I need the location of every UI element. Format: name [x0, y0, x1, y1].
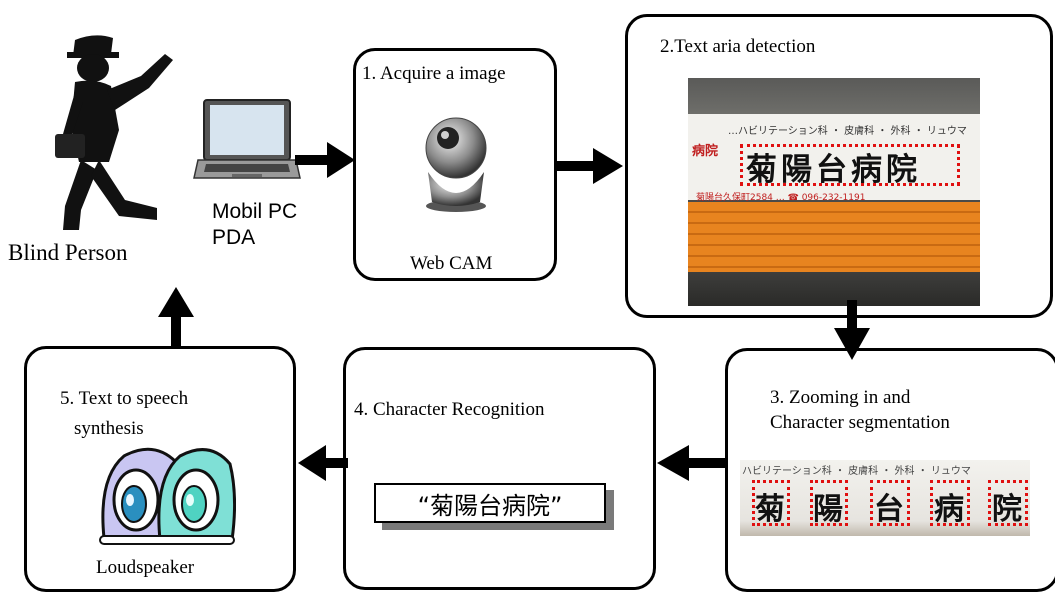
step2-title: 2.Text aria detection: [660, 36, 816, 57]
step1-title: 1. Acquire a image: [362, 63, 506, 84]
laptop-icon: [193, 99, 301, 179]
step3-char-frame-2: [810, 480, 848, 526]
step2-sign-left-text: 病院: [692, 144, 719, 159]
step4-result-text: “菊陽台病院”: [417, 491, 563, 520]
step5-caption: Loudspeaker: [96, 557, 195, 578]
step3-strip-top-text: ハビリテーション科 ・ 皮膚科 ・ 外科 ・ リュウマ: [742, 466, 971, 477]
step3-char-4: 病: [934, 492, 964, 527]
arrow-step4-to-step5: [298, 445, 348, 481]
step3-char-1: 菊: [755, 492, 785, 527]
arrow-device-to-step1: [295, 142, 355, 178]
step2-detection-frame: [740, 144, 960, 186]
step3-char-frame-1: [752, 480, 790, 526]
step3-char-2: 陽: [813, 492, 843, 527]
step4-result-box: “菊陽台病院”: [374, 483, 606, 523]
arrow-step2-to-step3: [834, 300, 870, 360]
step3-char-frame-5: [988, 480, 1028, 526]
step4-recognition-box: [343, 347, 656, 590]
arrow-step3-to-step4: [657, 445, 727, 481]
arrow-step1-to-step2: [557, 148, 623, 184]
blind-person-label: Blind Person: [8, 240, 128, 265]
step3-char-frame-4: [930, 480, 970, 526]
person-silhouette-icon: [55, 35, 173, 230]
step3-char-frame-3: [870, 480, 910, 526]
loudspeaker-icon: [99, 447, 236, 545]
step5-title-line2: synthesis: [74, 418, 144, 439]
step2-sign-bottom-text: 菊陽台久保町2584 … ☎ 096-232-1191: [696, 193, 866, 203]
step3-char-3: 台: [874, 492, 904, 527]
device-label-line2: PDA: [212, 226, 256, 249]
step3-segment-strip: ハビリテーション科 ・ 皮膚科 ・ 外科 ・ リュウマ 菊 陽 台 病 院: [740, 460, 1030, 536]
step2-sign-main-text: 菊陽台病院: [746, 152, 921, 188]
step3-char-5: 院: [992, 492, 1022, 527]
step3-title-line1: 3. Zooming in and: [770, 387, 911, 408]
step4-title: 4. Character Recognition: [354, 399, 545, 420]
step2-sign-top-text: …ハビリテーション科 ・ 皮膚科 ・ 外科 ・ リュウマ: [728, 126, 967, 137]
step2-sign-photo: …ハビリテーション科 ・ 皮膚科 ・ 外科 ・ リュウマ 病院 菊陽台病院 菊陽…: [688, 78, 980, 306]
step1-caption: Web CAM: [410, 253, 493, 274]
step5-title-line1: 5. Text to speech: [60, 388, 189, 409]
webcam-icon: [425, 117, 487, 212]
device-label-line1: Mobil PC: [212, 200, 298, 223]
step3-title-line2: Character segmentation: [770, 412, 950, 433]
arrow-step5-to-person: [158, 287, 194, 347]
